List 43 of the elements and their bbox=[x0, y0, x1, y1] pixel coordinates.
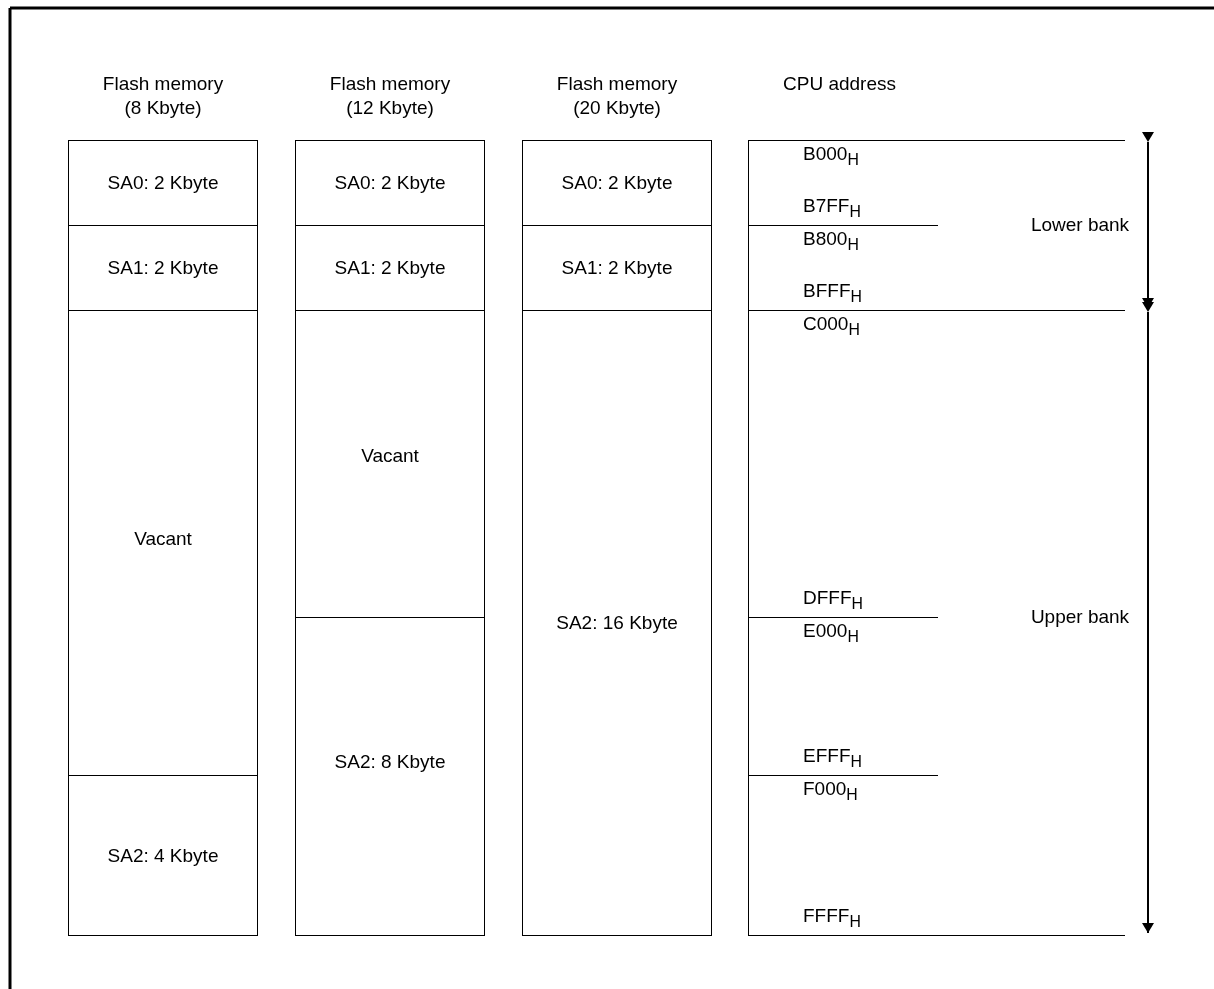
block-label: SA2: 4 Kbyte bbox=[107, 844, 219, 867]
block-label: SA2: 16 Kbyte bbox=[556, 612, 678, 634]
start-address: C000$_{H}$ bbox=[803, 313, 860, 340]
memory-block bbox=[522, 310, 712, 936]
bank-label: Lower bank bbox=[1029, 213, 1131, 237]
address-range bbox=[748, 310, 938, 617]
memory-block bbox=[68, 140, 258, 226]
bank-label: Upper bank bbox=[1029, 605, 1131, 629]
block-label: SA0: 2 Kbyte bbox=[561, 172, 673, 194]
memory-block bbox=[68, 775, 258, 936]
block-label: SA1: 2 Kbyte bbox=[334, 257, 446, 279]
block-label: Vacant bbox=[134, 527, 192, 550]
memory-block bbox=[522, 225, 712, 311]
end-address: DFFF$_{H}$ bbox=[803, 587, 863, 614]
column-heading: CPU address bbox=[783, 72, 897, 96]
block-label: SA1: 2 Kbyte bbox=[561, 257, 673, 279]
end-address: B7FF$_{H}$ bbox=[803, 195, 861, 222]
block-label: SA0: 2 Kbyte bbox=[334, 172, 446, 194]
block-label: Vacant bbox=[361, 445, 419, 467]
memory-block bbox=[68, 225, 258, 311]
start-address: B800$_{H}$ bbox=[803, 228, 859, 255]
start-address: E000$_{H}$ bbox=[803, 620, 859, 647]
column-heading: Flash memory (20 Kbyte) bbox=[555, 72, 679, 120]
memory-block bbox=[295, 140, 485, 226]
end-address: FFFF$_{H}$ bbox=[803, 905, 861, 932]
address-range bbox=[748, 617, 938, 775]
column-heading: Flash memory (8 Kbyte) bbox=[101, 72, 225, 120]
end-address: EFFF$_{H}$ bbox=[803, 745, 862, 772]
start-address: B000$_{H}$ bbox=[803, 143, 859, 170]
address-range bbox=[748, 225, 938, 310]
memory-block bbox=[295, 310, 485, 618]
block-label: SA2: 8 Kbyte bbox=[334, 750, 446, 773]
end-address: BFFF$_{H}$ bbox=[803, 280, 862, 307]
address-range bbox=[748, 140, 938, 225]
start-address: F000$_{H}$ bbox=[803, 778, 858, 805]
memory-block bbox=[522, 140, 712, 226]
address-range bbox=[748, 775, 938, 935]
memory-block bbox=[68, 310, 258, 776]
block-label: SA0: 2 Kbyte bbox=[107, 172, 219, 194]
memory-block bbox=[295, 225, 485, 311]
column-heading: Flash memory (12 Kbyte) bbox=[328, 72, 452, 120]
memory-block bbox=[295, 617, 485, 936]
block-label: SA1: 2 Kbyte bbox=[107, 257, 219, 279]
